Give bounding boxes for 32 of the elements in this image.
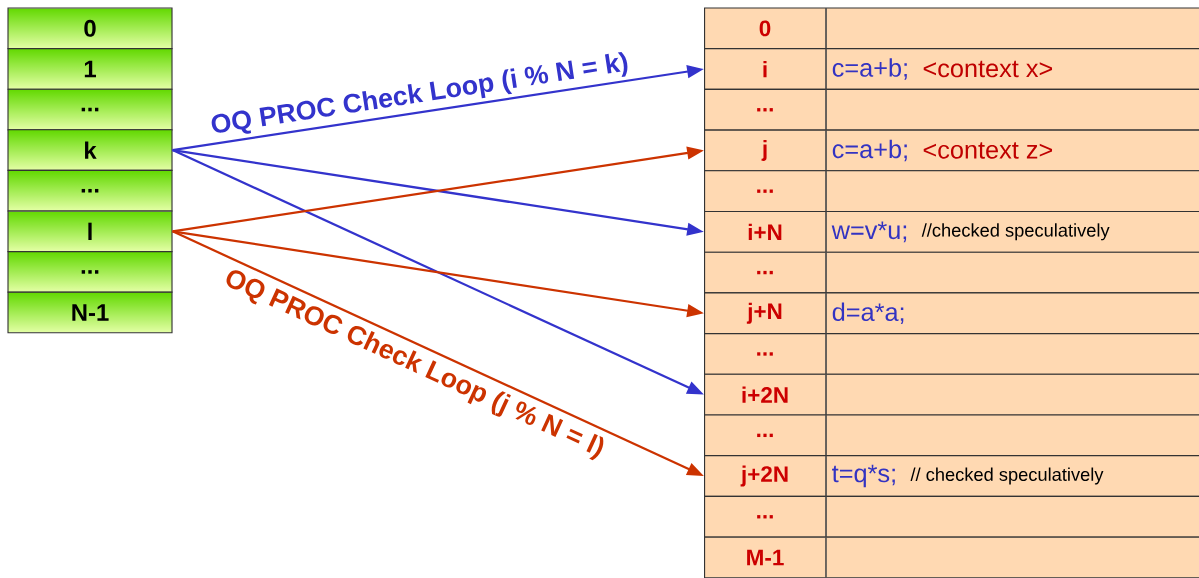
index-label: ...	[757, 433, 773, 438]
index-label: ...	[757, 189, 773, 193]
index-label: ...	[757, 108, 773, 112]
table-cell: l	[7, 210, 173, 253]
index-label: ...	[757, 515, 773, 519]
context-text: <context z>	[923, 142, 1052, 159]
index-label: 0	[759, 20, 771, 37]
index-label: i+2N	[742, 386, 788, 403]
context-text: <context x>	[923, 60, 1052, 78]
comment-text: //checked speculatively	[921, 223, 1110, 241]
table-cell: 0	[7, 7, 173, 50]
table-cell: 1	[7, 48, 173, 90]
table-cell: ...	[7, 88, 173, 131]
code-text: w=v*u;	[831, 221, 907, 243]
code-text: d=a*a;	[832, 302, 904, 325]
index-label: M-1	[747, 549, 784, 566]
index-label: j+2N	[740, 465, 788, 487]
table-cell: N-1	[7, 291, 173, 334]
index-label: ...	[757, 352, 773, 356]
index-label: j	[761, 139, 767, 161]
code-text: c=a+b;	[832, 139, 907, 162]
table-cell: k	[7, 129, 173, 171]
index-label: ...	[757, 270, 773, 275]
code-text: c=a+b;	[832, 58, 907, 80]
edge-label: OQ PROC Check Loop (i % N = k)	[211, 51, 628, 134]
table-cell: ...	[7, 251, 173, 293]
table-cell: ...	[7, 169, 173, 212]
code-text: t=q*s;	[832, 464, 895, 488]
comment-text: // checked speculatively	[910, 467, 1104, 485]
index-label: i	[763, 60, 767, 78]
index-label: j+N	[746, 302, 782, 324]
index-label: i+N	[748, 223, 782, 240]
